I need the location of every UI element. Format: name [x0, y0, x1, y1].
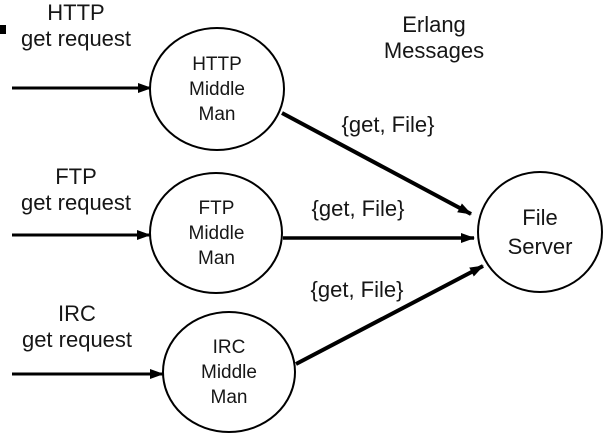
ftp-request-label: FTP get request: [0, 164, 152, 216]
ftp-node-line3: Man: [198, 247, 235, 269]
ftp-caption-text: get request: [20, 190, 132, 215]
erlang-messages-note: Erlang Messages: [354, 12, 514, 64]
http-caption-text: get request: [20, 26, 132, 51]
erlang-note-line2: Messages: [383, 38, 485, 63]
http-request-label: HTTP get request: [0, 0, 152, 52]
http-node-line2: Middle: [189, 78, 245, 100]
http-protocol-text: HTTP: [47, 0, 105, 25]
irc-protocol-text: IRC: [58, 301, 96, 326]
file-server-line1: File: [522, 205, 558, 230]
irc-node-line2: Middle: [201, 362, 257, 383]
edge-crop-artifact: [0, 25, 6, 34]
irc-caption-text: get request: [21, 327, 133, 352]
ftp-middle-man-label: FTP Middle Man: [150, 173, 283, 293]
irc-request-label: IRC get request: [1, 301, 153, 353]
ftp-node-line2: Middle: [188, 222, 245, 244]
ftp-protocol-text: FTP: [55, 164, 97, 189]
http-middle-man-circle: [149, 27, 285, 151]
arrow-http-to-file-server: [281, 111, 472, 216]
erlang-note-line1: Erlang: [402, 12, 466, 37]
message-label-http: {get, File}: [341, 112, 435, 137]
irc-node-line3: Man: [210, 387, 248, 408]
message-label-irc: {get, File}: [310, 277, 404, 302]
http-node-line3: Man: [198, 103, 236, 125]
file-server-line2: Server: [507, 234, 573, 259]
arrow-irc-to-file-server: [295, 264, 484, 366]
file-server-circle: [477, 171, 603, 293]
ftp-middle-man-circle: [149, 172, 283, 294]
http-middle-man-label: HTTP Middle Man: [150, 28, 284, 150]
irc-middle-man-label: IRC Middle Man: [163, 312, 295, 433]
irc-middle-man-circle: [162, 311, 296, 433]
http-node-line1: HTTP: [192, 53, 242, 75]
irc-node-line1: IRC: [212, 337, 246, 358]
ftp-node-line1: FTP: [198, 197, 235, 219]
file-server-label: File Server: [478, 172, 602, 292]
message-label-ftp: {get, File}: [311, 196, 405, 221]
